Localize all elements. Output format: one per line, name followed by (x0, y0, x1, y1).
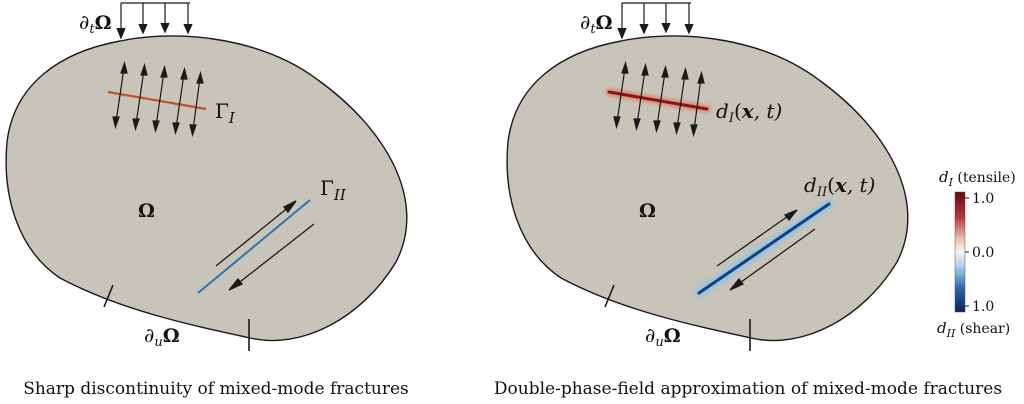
traction-load (116, 2, 193, 40)
domain-shape (506, 35, 909, 342)
colorbar-top-label: dI (tensile) (939, 168, 1016, 189)
colorbar-gradient (954, 191, 966, 313)
right-panel: ∂tΩ dI(x, t) dII(x, t) Ω ∂uΩ Double-phas… (494, 2, 1002, 399)
crack-tensile-label: ΓI (215, 99, 236, 127)
tensile-crack (107, 60, 207, 138)
domain-label: Ω (639, 200, 656, 222)
left-panel: ∂tΩ ΓI ΓII Ω ∂uΩ Sharp discontinuity of … (5, 2, 409, 399)
displacement-boundary-marks (604, 284, 751, 351)
colorbar-bottom-label: dII (shear) (937, 319, 1010, 340)
traction-boundary-label: ∂tΩ (580, 10, 613, 37)
traction-boundary-label: ∂tΩ (79, 10, 112, 37)
left-caption: Sharp discontinuity of mixed-mode fractu… (23, 379, 409, 399)
colorbar-tick-top: 1.0 (972, 191, 994, 207)
displacement-boundary-label: ∂uΩ (645, 323, 681, 350)
colorbar-tick-mid: 0.0 (972, 245, 994, 261)
crack-shear-label: ΓII (320, 176, 347, 204)
traction-load (617, 2, 694, 40)
displacement-boundary-marks (103, 284, 250, 351)
tensile-phase-field (605, 60, 711, 138)
shear-phase-field (694, 199, 834, 298)
right-caption: Double-phase-field approximation of mixe… (494, 379, 1002, 399)
shear-crack (197, 199, 315, 294)
colorbar-tick-bottom: 1.0 (972, 299, 994, 315)
colorbar: dI (tensile) 1.0 0.0 1.0 dII (shear) (937, 168, 1016, 340)
domain-shape (5, 35, 408, 342)
field-tensile-label: dI(x, t) (716, 99, 782, 126)
field-shear-label: dII(x, t) (804, 173, 875, 200)
domain-label: Ω (138, 200, 155, 222)
displacement-boundary-label: ∂uΩ (144, 323, 180, 350)
